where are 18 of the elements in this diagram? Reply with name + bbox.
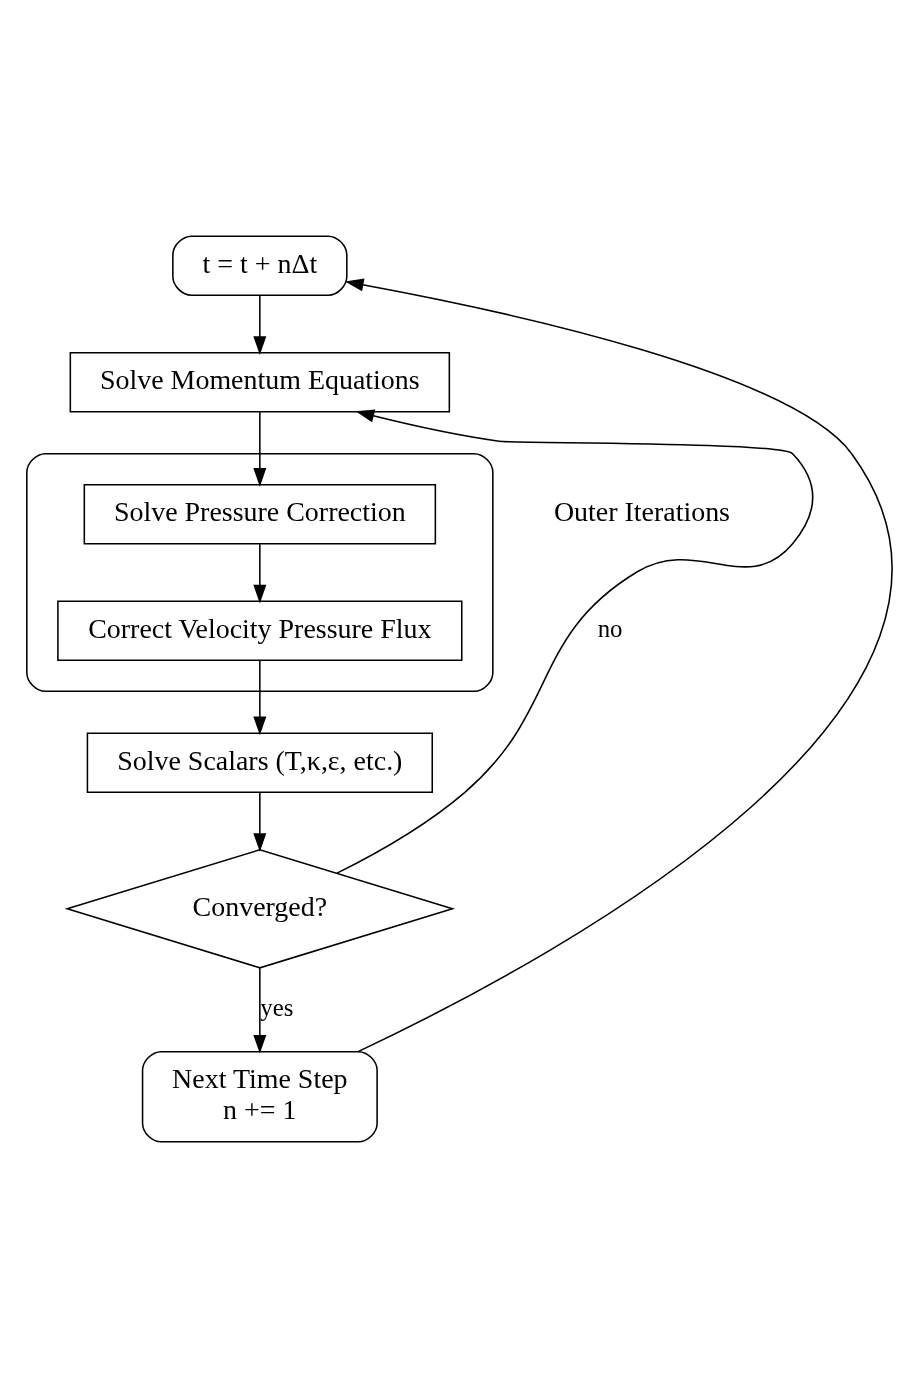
edge-label: no — [597, 614, 623, 642]
arrow — [253, 967, 267, 1054]
arrow — [253, 294, 267, 355]
node-box: Next Time Step n += 1 — [141, 1050, 378, 1143]
node-diamond: Converged? — [64, 848, 456, 969]
node-box: Solve Pressure Correction — [83, 483, 437, 545]
arrow — [344, 278, 893, 1053]
node-box: Solve Scalars (T,κ,ε, etc.) — [86, 732, 434, 794]
arrow — [253, 410, 267, 487]
arrow — [253, 543, 267, 604]
node-box: Solve Momentum Equations — [69, 351, 451, 413]
arrow — [336, 409, 814, 874]
label: Outer Iterations — [553, 496, 730, 528]
arrow — [253, 791, 267, 852]
node-box: Correct Velocity Pressure Flux — [57, 600, 463, 662]
arrow — [253, 659, 267, 736]
node-box: t = t + nΔt — [172, 235, 348, 296]
cluster — [26, 452, 494, 693]
